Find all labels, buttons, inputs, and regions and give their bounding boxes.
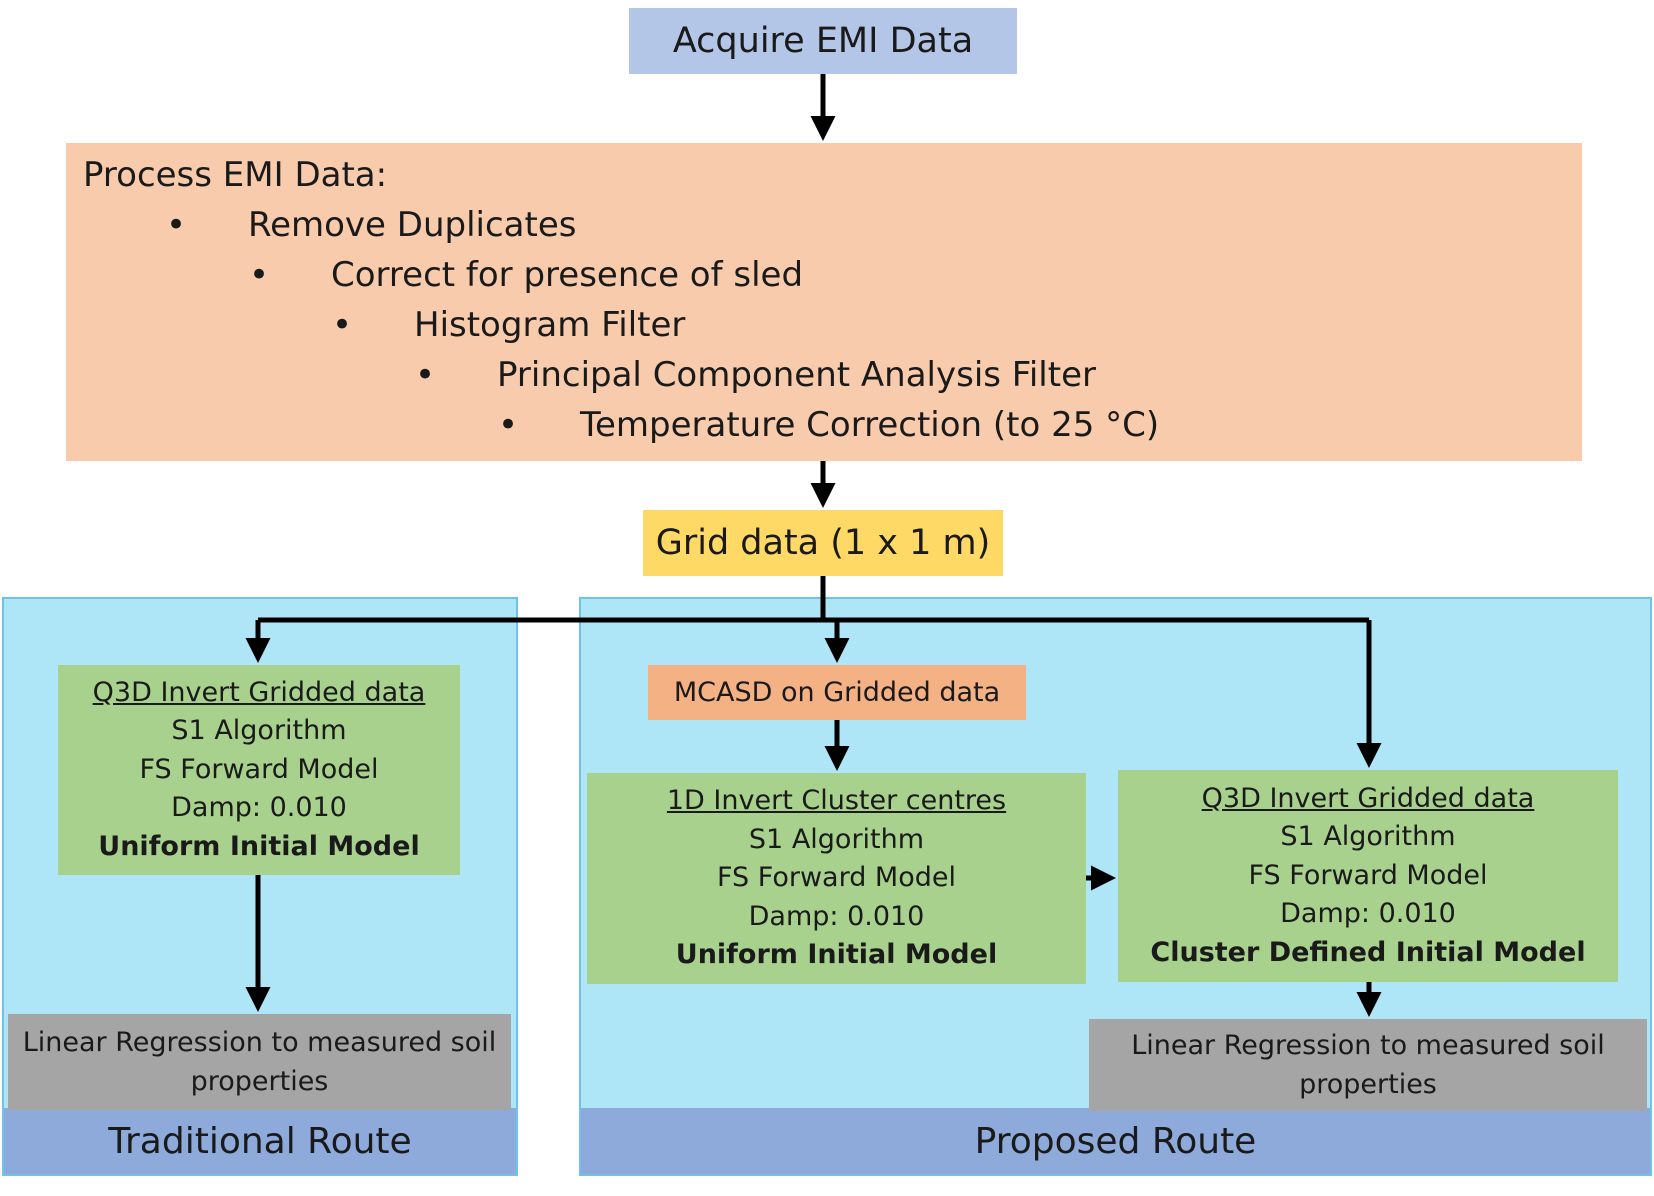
process-step: •Principal Component Analysis Filter xyxy=(415,355,1096,395)
process-emi-data-box: Process EMI Data: •Remove Duplicates •Co… xyxy=(66,143,1582,461)
forward-model-text: FS Forward Model xyxy=(716,862,956,894)
algorithm-text: S1 Algorithm xyxy=(171,715,347,747)
process-step: •Remove Duplicates xyxy=(166,205,577,245)
algorithm-text: S1 Algorithm xyxy=(748,823,925,855)
traditional-regression-box: Linear Regression to measured soil prope… xyxy=(8,1014,511,1110)
damp-text: Damp: 0.010 xyxy=(748,900,925,932)
acquire-emi-data-box: Acquire EMI Data xyxy=(629,8,1017,74)
regression-line: Linear Regression to measured soil xyxy=(22,1027,497,1058)
forward-model-text: FS Forward Model xyxy=(139,753,379,785)
process-title: Process EMI Data: xyxy=(83,155,388,195)
regression-line: properties xyxy=(1299,1069,1437,1100)
step-title: Q3D Invert Gridded data xyxy=(92,676,426,708)
initial-model-text: Cluster Defined Initial Model xyxy=(1150,936,1586,968)
proposed-1d-invert-box: 1D Invert Cluster centres S1 Algorithm F… xyxy=(587,773,1086,984)
process-step: •Correct for presence of sled xyxy=(249,255,804,295)
forward-model-text: FS Forward Model xyxy=(1248,859,1488,891)
step-title: 1D Invert Cluster centres xyxy=(666,785,1007,817)
grid-data-box: Grid data (1 x 1 m) xyxy=(643,510,1003,576)
regression-line: Linear Regression to measured soil xyxy=(1131,1030,1605,1061)
grid-data-label: Grid data (1 x 1 m) xyxy=(655,523,991,563)
acquire-emi-data-label: Acquire EMI Data xyxy=(672,21,974,61)
damp-text: Damp: 0.010 xyxy=(1280,898,1456,930)
traditional-q3d-invert-box: Q3D Invert Gridded data S1 Algorithm FS … xyxy=(58,665,460,875)
proposed-regression-box: Linear Regression to measured soil prope… xyxy=(1089,1019,1647,1111)
process-step: •Histogram Filter xyxy=(332,305,686,345)
initial-model-text: Uniform Initial Model xyxy=(675,939,998,971)
damp-text: Damp: 0.010 xyxy=(171,792,347,824)
mcasd-label: MCASD on Gridded data xyxy=(673,677,1001,708)
initial-model-text: Uniform Initial Model xyxy=(98,830,420,862)
regression-line: properties xyxy=(190,1066,329,1097)
algorithm-text: S1 Algorithm xyxy=(1280,821,1456,853)
proposed-q3d-invert-box: Q3D Invert Gridded data S1 Algorithm FS … xyxy=(1118,770,1618,982)
process-step: •Temperature Correction (to 25 °C) xyxy=(498,405,1160,445)
traditional-route-label: Traditional Route xyxy=(4,1108,516,1174)
step-title: Q3D Invert Gridded data xyxy=(1201,782,1535,814)
proposed-route-label: Proposed Route xyxy=(581,1108,1650,1174)
mcasd-box: MCASD on Gridded data xyxy=(648,665,1026,720)
